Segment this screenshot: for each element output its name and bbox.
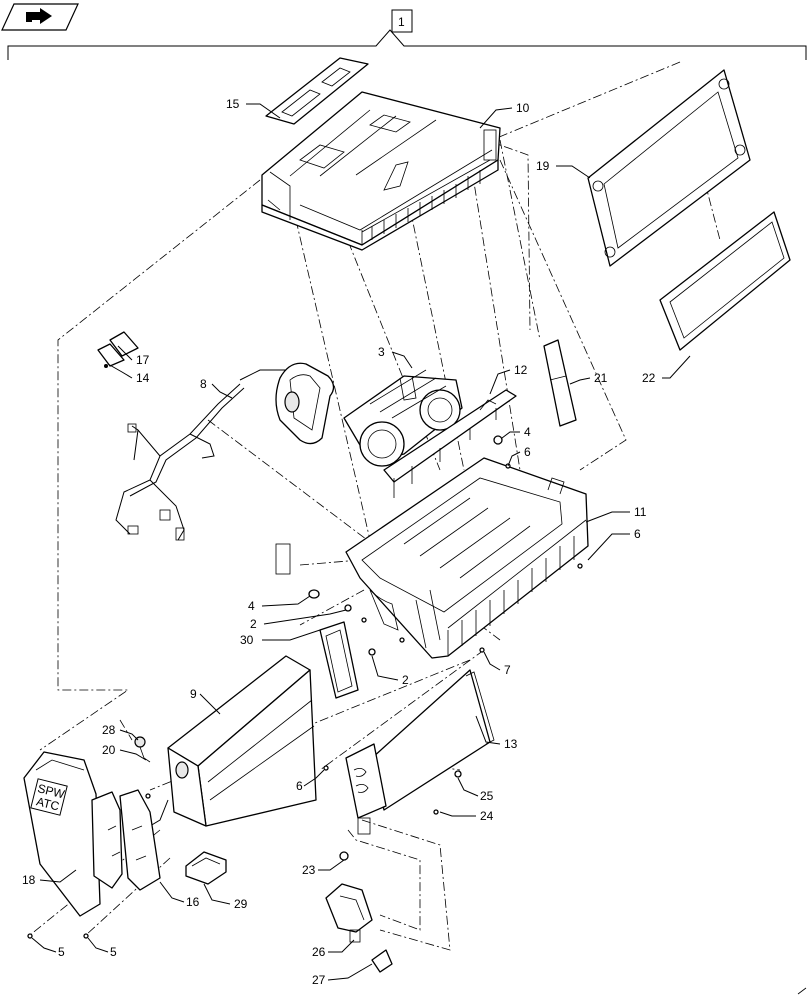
callout-21: 21 bbox=[594, 371, 608, 385]
callout-3: 3 bbox=[378, 345, 385, 359]
fasteners bbox=[27, 435, 583, 939]
part-26-actuator bbox=[325, 883, 373, 943]
callout-27: 27 bbox=[312, 973, 326, 987]
callout-11: 11 bbox=[634, 505, 647, 519]
callout-7: 7 bbox=[504, 663, 511, 677]
callout-14: 14 bbox=[136, 371, 150, 385]
part-11-lower-housing bbox=[345, 457, 589, 659]
callout-17: 17 bbox=[136, 353, 150, 367]
callout-16: 16 bbox=[186, 895, 200, 909]
part-8-wiring-harness bbox=[115, 369, 301, 541]
corner-mark bbox=[797, 987, 807, 995]
callout-29: 29 bbox=[234, 897, 248, 911]
callout-19: 19 bbox=[536, 159, 550, 173]
callout-28: 28 bbox=[102, 723, 116, 737]
part-10-upper-housing bbox=[261, 91, 501, 251]
part-16-panel bbox=[91, 789, 161, 891]
part-resistor-coil bbox=[275, 362, 335, 445]
cover-label-line1: SPW bbox=[36, 781, 67, 801]
callout-12: 12 bbox=[514, 363, 528, 377]
part-12-bracket bbox=[383, 389, 517, 498]
callout-26: 26 bbox=[312, 945, 326, 959]
callout-2a: 2 bbox=[250, 617, 257, 631]
part-21-insert bbox=[543, 339, 577, 427]
callout-10: 10 bbox=[516, 101, 530, 115]
callout-9: 9 bbox=[190, 687, 197, 701]
part-15-seal bbox=[265, 57, 369, 125]
part-3-blower bbox=[343, 369, 463, 467]
callout-5b: 5 bbox=[110, 945, 117, 959]
leader-lines bbox=[31, 103, 691, 981]
part-13-evaporator bbox=[371, 669, 495, 811]
callout-23: 23 bbox=[302, 863, 316, 877]
part-18-cover: SPW ATC bbox=[23, 751, 101, 917]
part-27-connector bbox=[371, 949, 393, 973]
part-30-gasket bbox=[319, 621, 359, 699]
part-9-heater-core bbox=[149, 655, 317, 827]
callout-18: 18 bbox=[22, 873, 36, 887]
part-17-clip bbox=[97, 331, 139, 368]
part-29-block bbox=[185, 851, 227, 885]
callout-25: 25 bbox=[480, 789, 494, 803]
callout-6c: 6 bbox=[296, 779, 303, 793]
cover-label-line2: ATC bbox=[35, 794, 61, 813]
callout-1: 1 bbox=[398, 15, 405, 29]
callout-2b: 2 bbox=[402, 673, 409, 687]
callout-15: 15 bbox=[226, 97, 240, 111]
callout-30: 30 bbox=[240, 633, 254, 647]
callout-6a: 6 bbox=[524, 445, 531, 459]
callout-5a: 5 bbox=[58, 945, 65, 959]
callout-labels: 15 10 19 22 21 17 14 3 8 12 4 6 11 6 4 2… bbox=[22, 97, 656, 987]
callout-22: 22 bbox=[642, 371, 656, 385]
part-22-filter bbox=[659, 211, 791, 351]
callout-6b: 6 bbox=[634, 527, 641, 541]
callout-4a: 4 bbox=[248, 599, 255, 613]
callout-4b: 4 bbox=[524, 425, 531, 439]
assembly-bracket: 1 bbox=[7, 9, 807, 60]
part-expansion-bracket bbox=[345, 743, 387, 835]
part-19-frame bbox=[587, 69, 751, 267]
callout-24: 24 bbox=[480, 809, 494, 823]
callout-8: 8 bbox=[200, 377, 207, 391]
next-arrow-icon[interactable] bbox=[1, 3, 79, 31]
callout-20: 20 bbox=[102, 743, 116, 757]
callout-13: 13 bbox=[504, 737, 518, 751]
